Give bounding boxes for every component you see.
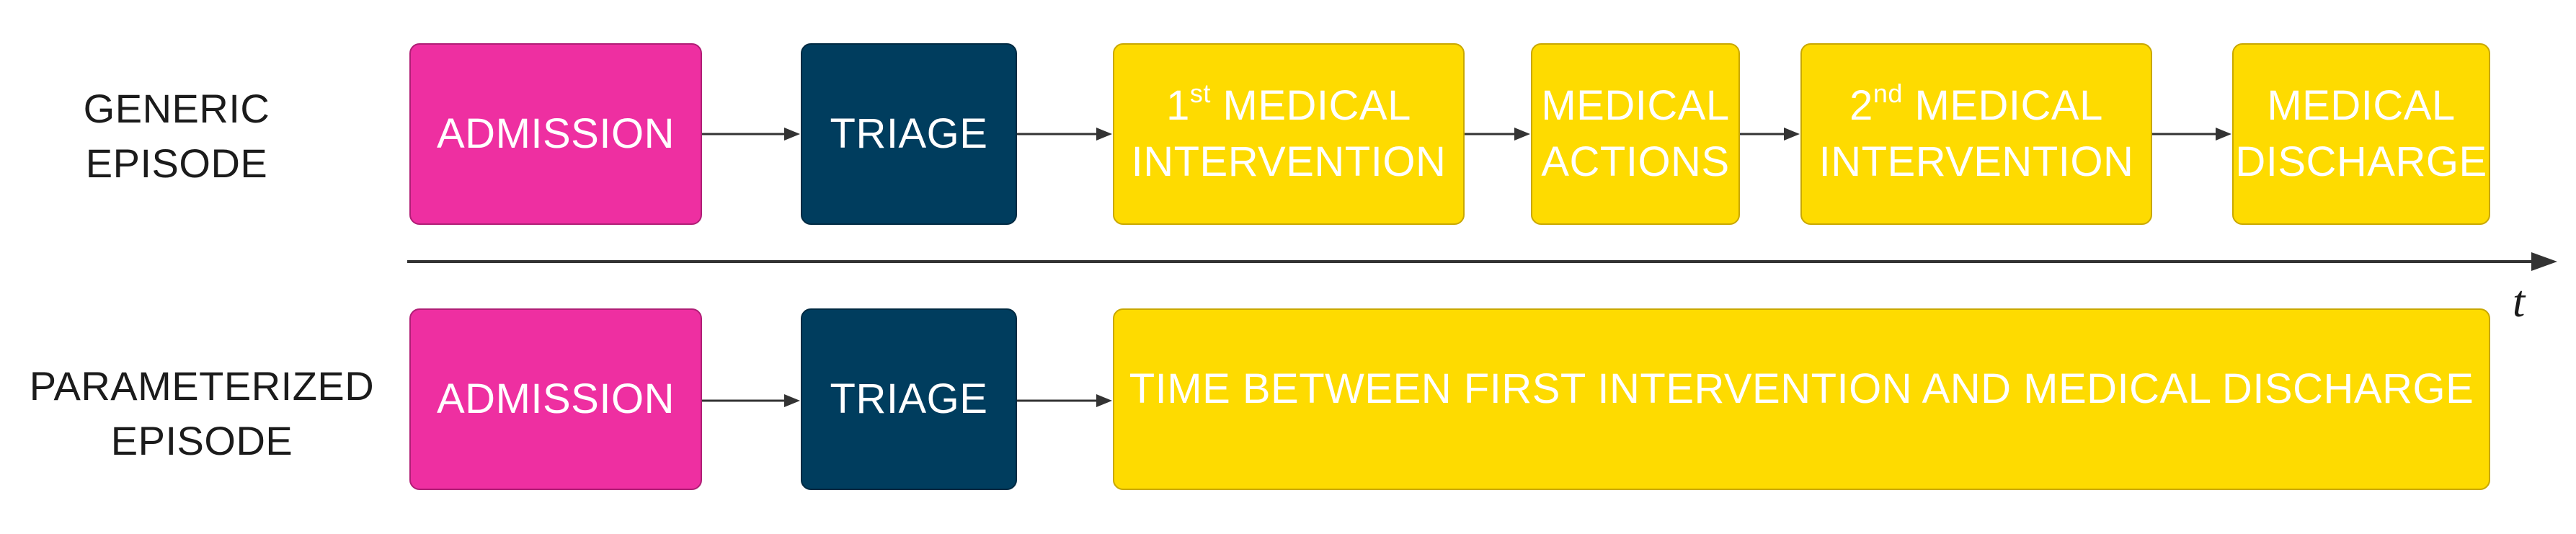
second-intervention-number: 2 [1849,82,1873,129]
generic-triage-text: TRIAGE [830,110,988,157]
parameterized-admission-box: ADMISSION [409,308,702,490]
medical-discharge-line2: DISCHARGE [2235,138,2487,185]
parameterized-episode-label: PARAMETERIZED EPISODE [14,359,389,468]
generic-triage-box: TRIAGE [801,43,1017,225]
medical-discharge-box: MEDICAL DISCHARGE [2232,43,2490,225]
parameterized-episode-label-line2: EPISODE [110,418,293,463]
generic-row-arrowheads [784,128,2231,141]
second-intervention-suffix: nd [1873,79,1903,108]
arrowhead-3 [1514,128,1530,141]
first-intervention-line2: INTERVENTION [1131,138,1447,185]
parameterized-admission-text: ADMISSION [437,375,675,422]
time-axis [407,252,2557,271]
second-medical-intervention-box: 2nd MEDICAL INTERVENTION [1800,43,2152,225]
arrowhead-5 [2216,128,2231,141]
medical-actions-text: MEDICAL ACTIONS [1541,78,1729,190]
parameterized-triage-box: TRIAGE [801,308,1017,490]
arrowhead-p1 [784,394,800,407]
parameterized-triage-text: TRIAGE [830,375,988,422]
medical-actions-line1: MEDICAL [1541,82,1730,129]
medical-discharge-text: MEDICAL DISCHARGE [2235,78,2487,190]
time-axis-label: t [2513,277,2526,326]
generic-episode-label: GENERIC EPISODE [68,81,285,191]
time-axis-arrowhead [2531,252,2557,271]
medical-actions-box: MEDICAL ACTIONS [1531,43,1740,225]
first-medical-intervention-box: 1st MEDICAL INTERVENTION [1113,43,1465,225]
medical-actions-line2: ACTIONS [1541,138,1730,185]
arrowhead-2 [1096,128,1112,141]
generic-admission-text: ADMISSION [437,110,675,157]
arrowhead-4 [1784,128,1800,141]
first-medical-intervention-text: 1st MEDICAL INTERVENTION [1132,78,1447,190]
parameterized-row-arrowheads [784,394,1112,407]
generic-episode-label-line1: GENERIC [83,86,270,131]
second-medical-intervention-text: 2nd MEDICAL INTERVENTION [1819,78,2134,190]
arrowhead-p2 [1096,394,1112,407]
generic-admission-box: ADMISSION [409,43,702,225]
second-intervention-line1: MEDICAL [1914,82,2103,129]
interval-text: TIME BETWEEN FIRST INTERVENTION AND MEDI… [1129,365,2474,412]
first-intervention-number: 1 [1166,82,1190,129]
interval-box: TIME BETWEEN FIRST INTERVENTION AND MEDI… [1113,308,2490,490]
first-intervention-suffix: st [1189,79,1211,108]
parameterized-episode-label-line1: PARAMETERIZED [29,363,375,409]
medical-discharge-line1: MEDICAL [2267,82,2456,129]
arrowhead-1 [784,128,800,141]
second-intervention-line2: INTERVENTION [1818,138,2134,185]
first-intervention-line1: MEDICAL [1222,82,1411,129]
generic-episode-label-line2: EPISODE [85,141,268,186]
